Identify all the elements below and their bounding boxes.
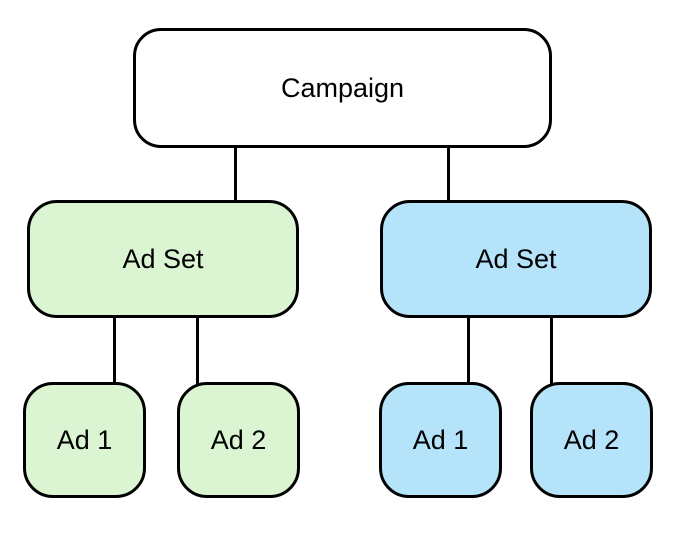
adset-right-node: Ad Set — [380, 200, 652, 318]
ad-right-2-node-label: Ad 2 — [563, 424, 620, 455]
ad-left-2-node: Ad 2 — [177, 382, 300, 498]
adset-left-node: Ad Set — [27, 200, 299, 318]
connector-adset-right-to-ad1 — [467, 315, 470, 385]
adset-right-node-label: Ad Set — [475, 243, 557, 274]
ad-right-2-node: Ad 2 — [530, 382, 653, 498]
connector-adset-left-to-ad1 — [113, 315, 116, 385]
connector-adset-right-to-ad2 — [550, 315, 553, 385]
campaign-node-label: Campaign — [280, 72, 405, 103]
ad-left-2-node-label: Ad 2 — [210, 424, 267, 455]
connector-campaign-to-adset-left — [234, 145, 237, 203]
ad-right-1-node: Ad 1 — [379, 382, 502, 498]
connector-adset-left-to-ad2 — [196, 315, 199, 385]
adset-left-node-label: Ad Set — [122, 243, 204, 274]
connector-campaign-to-adset-right — [447, 145, 450, 203]
ad-left-1-node: Ad 1 — [23, 382, 146, 498]
ad-right-1-node-label: Ad 1 — [412, 424, 469, 455]
campaign-node: Campaign — [133, 28, 552, 148]
ad-left-1-node-label: Ad 1 — [56, 424, 113, 455]
